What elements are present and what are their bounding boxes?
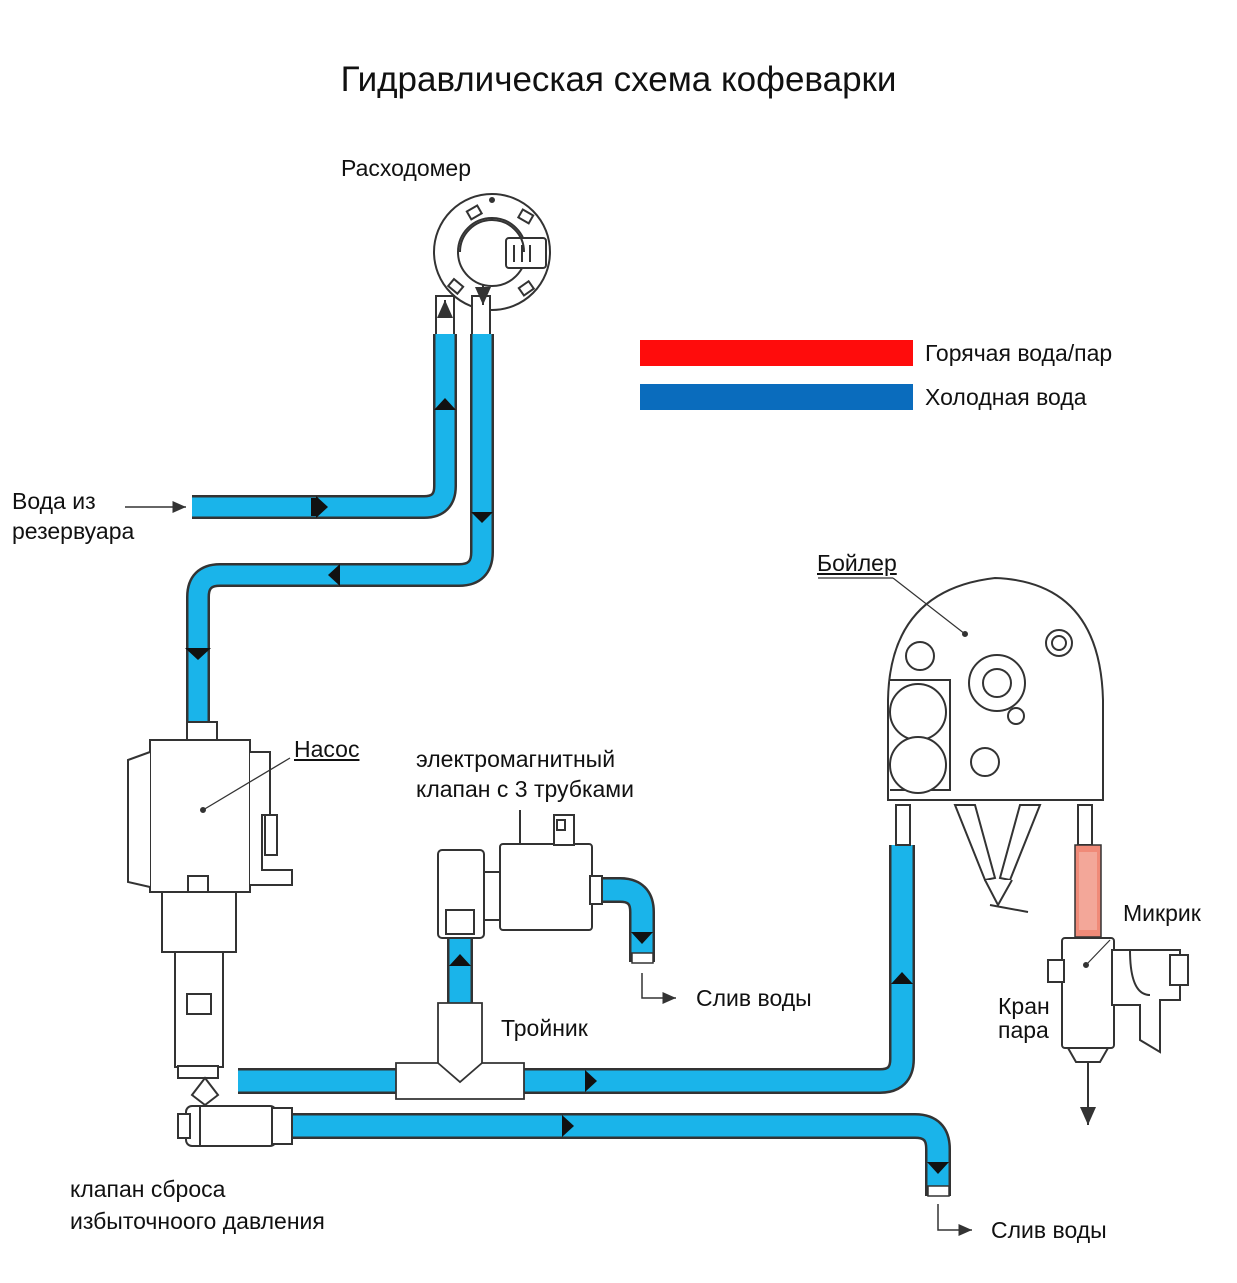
drain-indicators [641, 973, 972, 1236]
label-flowmeter: Расходомер [341, 155, 472, 181]
flow-arrows [185, 398, 949, 1174]
label-water-in-2: резервуара [12, 518, 135, 544]
label-relief-valve-2: избыточноого давления [70, 1208, 325, 1234]
label-drain-1: Слив воды [696, 985, 812, 1011]
legend-label-hot: Горячая вода/пар [925, 340, 1113, 366]
legend-label-cold: Холодная вода [925, 384, 1087, 410]
label-relief-valve-1: клапан сброса [70, 1176, 226, 1202]
label-steam-tap-1: Кран [998, 993, 1050, 1019]
leader-lines [818, 577, 966, 635]
label-drain-2: Слив воды [991, 1217, 1107, 1243]
diagram-title: Гидравлическая схема кофеварки [340, 60, 897, 99]
label-boiler: Бойлер [817, 550, 897, 576]
label-solenoid-2: клапан с 3 трубками [416, 776, 634, 802]
pipe-ends [631, 952, 950, 1197]
legend-swatch-cold [640, 384, 913, 410]
hot-water-tube [1074, 844, 1102, 938]
tee-fitting [395, 1002, 525, 1100]
label-water-in-1: Вода из [12, 488, 96, 514]
label-microswitch: Микрик [1123, 900, 1201, 926]
solenoid-valve [437, 810, 603, 939]
relief-valve [177, 1105, 293, 1147]
label-solenoid-1: электромагнитный [416, 746, 616, 772]
label-pump: Насос [294, 736, 360, 762]
label-steam-tap-2: пара [998, 1017, 1049, 1043]
legend-swatch-hot [640, 340, 913, 366]
flowmeter [433, 193, 551, 337]
label-tee: Тройник [501, 1015, 588, 1041]
pump [127, 721, 293, 1107]
boiler [887, 576, 1104, 913]
steam-tap [1047, 937, 1189, 1125]
